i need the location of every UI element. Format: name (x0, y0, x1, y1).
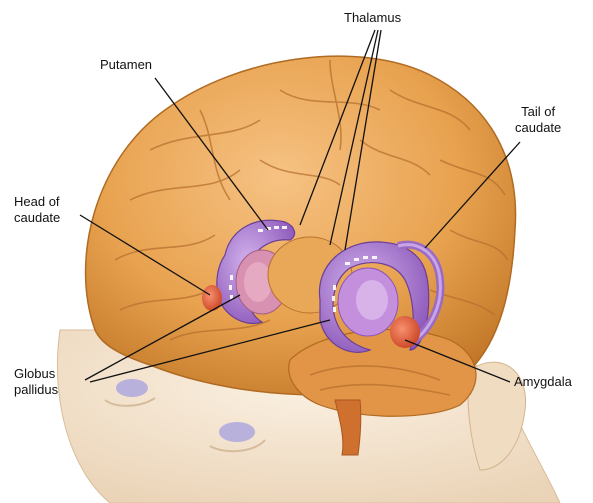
tail-of-caudate-label: Tail of caudate (515, 104, 561, 136)
globus-pallidus-label: Globus pallidus (14, 366, 58, 398)
thalamus-label: Thalamus (344, 10, 401, 26)
head-of-caudate-label: Head of caudate (14, 194, 60, 226)
right-eye (219, 422, 255, 442)
amygdala-label: Amygdala (514, 374, 572, 390)
amygdala-mark (390, 316, 420, 348)
left-eye (116, 379, 148, 397)
putamen-label: Putamen (100, 57, 152, 73)
